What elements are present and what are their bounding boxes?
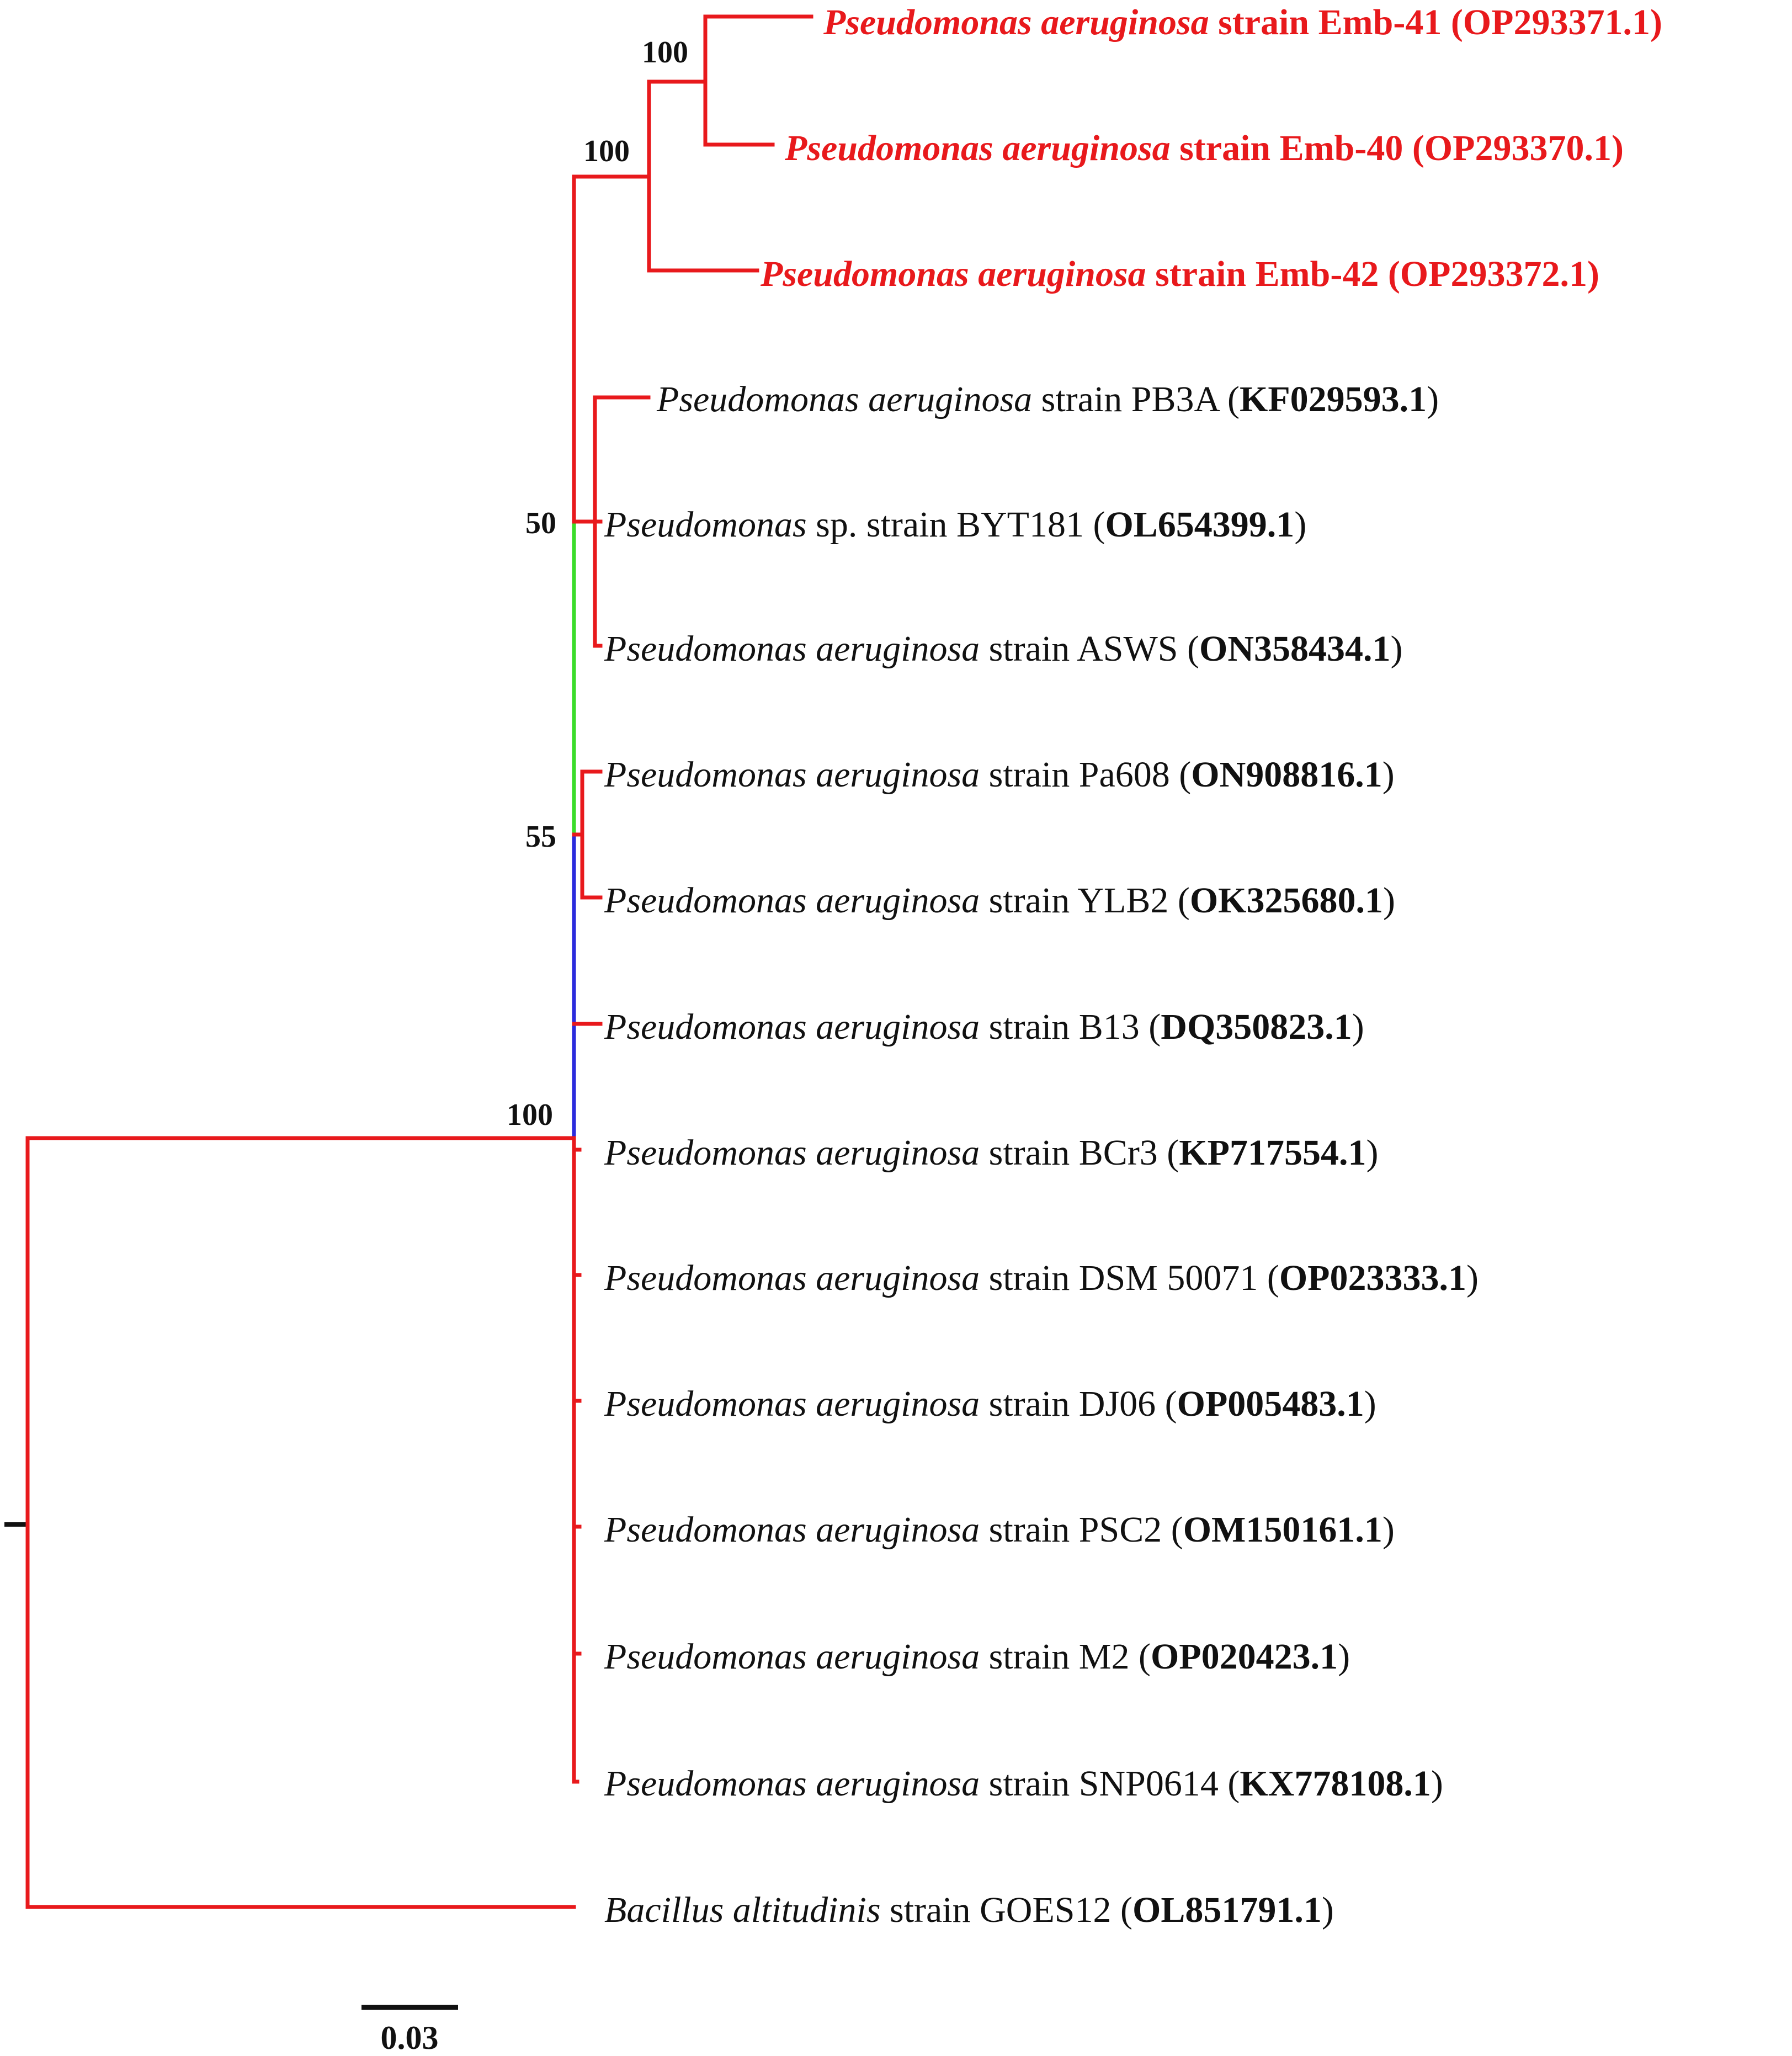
leaf-accession: ON358434.1 [1199,629,1391,669]
leaf-accession: OK325680.1 [1190,880,1383,921]
leaf-accession: KX778108.1 [1240,1763,1431,1804]
leaf-accession: OL654399.1 [1105,504,1294,545]
leaf-accession: OP023333.1 [1279,1258,1466,1298]
leaf-species: Pseudomonas aeruginosa [760,254,1146,294]
leaf-species: Pseudomonas aeruginosa [604,755,980,795]
leaf-accession: OL851791.1 [1132,1890,1322,1930]
leaf-label-emb42: Pseudomonas aeruginosa strain Emb-42 (OP… [760,254,1599,294]
leaf-accession: OM150161.1 [1183,1510,1382,1550]
leaf-close: ) [1382,755,1395,795]
leaf-strain: strain Pa608 ( [980,755,1191,795]
leaf-species: Pseudomonas aeruginosa [604,629,980,669]
leaf-label-b13: Pseudomonas aeruginosa strain B13 (DQ350… [604,1007,1364,1047]
leaf-strain: strain M2 ( [980,1637,1151,1677]
leaf-label-asws: Pseudomonas aeruginosa strain ASWS (ON35… [604,629,1402,669]
leaf-species: Pseudomonas aeruginosa [604,1763,980,1804]
leaf-close: ) [1294,504,1306,545]
leaf-strain: strain BCr3 ( [980,1133,1179,1173]
leaf-strain: strain SNP0614 ( [980,1763,1240,1804]
leaf-species: Pseudomonas aeruginosa [784,128,1171,168]
leaf-label-bcr3: Pseudomonas aeruginosa strain BCr3 (KP71… [604,1133,1378,1173]
leaf-label-dsm50071: Pseudomonas aeruginosa strain DSM 50071 … [604,1258,1479,1298]
leaf-close: ) [1466,1258,1479,1298]
leaf-strain: strain Emb-41 [1209,2,1451,42]
leaf-accession: (OP293372.1) [1388,254,1599,294]
bootstrap-values: 100 100 50 55 100 [507,35,688,1132]
leaf-accession: (OP293370.1) [1412,128,1624,168]
leaf-labels: Pseudomonas aeruginosa strain Emb-41 (OP… [604,2,1662,1930]
leaf-close: ) [1338,1637,1350,1677]
leaf-label-snp0614: Pseudomonas aeruginosa strain SNP0614 (K… [604,1763,1443,1804]
leaf-accession: OP005483.1 [1177,1384,1364,1424]
leaf-strain: strain DSM 50071 ( [980,1258,1279,1298]
leaf-close: ) [1322,1890,1334,1930]
leaf-species: Pseudomonas aeruginosa [604,1384,980,1424]
leaf-label-byt181: Pseudomonas sp. strain BYT181 (OL654399.… [604,504,1306,545]
leaf-species: Pseudomonas aeruginosa [604,1637,980,1677]
leaf-label-pb3a: Pseudomonas aeruginosa strain PB3A (KF02… [656,379,1439,419]
leaf-close: ) [1364,1384,1376,1424]
leaf-accession: ON908816.1 [1191,755,1382,795]
bootstrap-pseudomonas: 100 [507,1098,553,1132]
leaf-species: Pseudomonas aeruginosa [604,1133,980,1173]
leaf-label-emb40: Pseudomonas aeruginosa strain Emb-40 (OP… [784,128,1624,168]
leaf-strain: strain PB3A ( [1032,379,1240,419]
scale-bar: 0.03 [361,2005,458,2056]
leaf-close: ) [1383,880,1395,921]
leaf-label-dj06: Pseudomonas aeruginosa strain DJ06 (OP00… [604,1384,1376,1424]
leaf-strain: strain Emb-40 [1171,128,1412,168]
leaf-strain: strain PSC2 ( [980,1510,1183,1550]
leaf-accession: DQ350823.1 [1161,1007,1352,1047]
leaf-strain: strain GOES12 ( [881,1890,1132,1930]
leaf-close: ) [1391,629,1403,669]
leaf-close: ) [1382,1510,1395,1550]
tree-branches [25,14,813,1909]
leaf-species: Pseudomonas aeruginosa [823,2,1209,42]
leaf-label-ylb2: Pseudomonas aeruginosa strain YLB2 (OK32… [604,880,1395,921]
leaf-species: Pseudomonas aeruginosa [656,379,1032,419]
leaf-label-goes12: Bacillus altitudinis strain GOES12 (OL85… [604,1890,1334,1930]
leaf-accession: OP020423.1 [1151,1637,1338,1677]
leaf-label-psc2: Pseudomonas aeruginosa strain PSC2 (OM15… [604,1510,1395,1550]
leaf-species: Pseudomonas [604,504,807,545]
leaf-strain: sp. strain BYT181 ( [807,504,1105,545]
bootstrap-emb41-40: 100 [642,35,688,70]
leaf-species: Pseudomonas aeruginosa [604,880,980,921]
leaf-strain: strain B13 ( [980,1007,1161,1047]
leaf-strain: strain Emb-42 [1146,254,1388,294]
leaf-strain: strain YLB2 ( [980,880,1190,921]
leaf-species: Bacillus altitudinis [604,1890,881,1930]
leaf-accession: (OP293371.1) [1451,2,1662,42]
leaf-accession: KF029593.1 [1240,379,1427,419]
bootstrap-pa608-clade: 55 [525,820,556,854]
leaf-label-m2: Pseudomonas aeruginosa strain M2 (OP0204… [604,1637,1350,1677]
leaf-close: ) [1352,1007,1364,1047]
leaf-accession: KP717554.1 [1179,1133,1366,1173]
leaf-label-emb41: Pseudomonas aeruginosa strain Emb-41 (OP… [823,2,1662,42]
leaf-strain: strain ASWS ( [980,629,1199,669]
leaf-strain: strain DJ06 ( [980,1384,1177,1424]
bootstrap-emb-clade: 100 [583,134,630,168]
bootstrap-byt-clade: 50 [525,506,556,540]
leaf-species: Pseudomonas aeruginosa [604,1007,980,1047]
leaf-close: ) [1427,379,1439,419]
leaf-close: ) [1431,1763,1443,1804]
leaf-species: Pseudomonas aeruginosa [604,1258,980,1298]
leaf-close: ) [1366,1133,1378,1173]
leaf-label-pa608: Pseudomonas aeruginosa strain Pa608 (ON9… [604,755,1395,795]
scale-bar-label: 0.03 [381,2020,439,2056]
leaf-species: Pseudomonas aeruginosa [604,1510,980,1550]
